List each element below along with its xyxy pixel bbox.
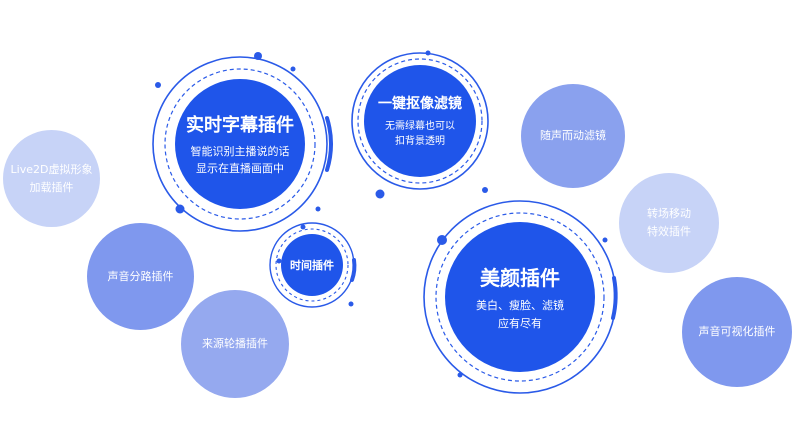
live2d-plugin-label-line1: Live2D虚拟形象 (10, 162, 93, 176)
live2d-plugin-label-line2: 加载插件 (29, 180, 74, 194)
source-carousel-plugin-bubble: 来源轮播插件 (181, 290, 289, 398)
subtitle-plugin-desc-line1: 智能识别主播说的话 (190, 144, 290, 158)
cutout-dashed-ring (357, 58, 483, 184)
ring-dot (602, 237, 608, 243)
ring-dot (155, 82, 161, 88)
beauty-dashed-ring (435, 212, 605, 382)
time-plugin-title: 时间插件 (290, 259, 334, 272)
cutout-filter-bubble: 一键抠像滤镜 无需绿幕也可以 扣背景透明 (364, 65, 476, 177)
transition-effect-plugin-bubble: 转场移动 特效插件 (619, 173, 719, 273)
subtitle-plugin-bubble: 实时字幕插件 智能识别主播说的话 显示在直播画面中 (175, 79, 305, 209)
ring-dot (457, 372, 463, 378)
ring-dot (482, 187, 488, 193)
subtitle-dashed-ring (164, 68, 316, 220)
ring-dot (437, 235, 447, 245)
ring-dot (425, 50, 431, 56)
transition-effect-plugin-label: 转场移动 特效插件 (647, 205, 691, 240)
ring-dot (375, 189, 385, 199)
sound-visualizer-plugin-bubble: 声音可视化插件 (682, 277, 792, 387)
cutout-filter-desc-line2: 扣背景透明 (395, 136, 445, 147)
ring-dot (300, 224, 306, 230)
sound-follow-filter-bubble: 随声而动滤镜 (521, 84, 625, 188)
subtitle-plugin-desc-line2: 显示在直播画面中 (196, 162, 284, 175)
live2d-plugin-label: Live2D虚拟形象 加载插件 (11, 161, 93, 196)
beauty-plugin-desc-line2: 应有尽有 (498, 316, 542, 330)
ring-dot (348, 301, 354, 307)
cutout-filter-desc-line1: 无需绿幕也可以 (385, 120, 455, 132)
time-plugin-bubble: 时间插件 (281, 234, 343, 296)
cutout-outer-ring (351, 52, 489, 190)
beauty-plugin-desc: 美白、瘦脸、滤镜 应有尽有 (476, 297, 564, 331)
ring-dot (276, 258, 282, 264)
time-accent-arc (350, 258, 357, 282)
cutout-filter-title: 一键抠像滤镜 (378, 95, 462, 112)
live2d-plugin-bubble: Live2D虚拟形象 加载插件 (3, 130, 100, 227)
transition-effect-plugin-label-line2: 特效插件 (647, 225, 691, 238)
sound-visualizer-plugin-label: 声音可视化插件 (698, 325, 776, 339)
subtitle-outer-ring (152, 56, 328, 232)
beauty-plugin-bubble: 美颜插件 美白、瘦脸、滤镜 应有尽有 (445, 222, 595, 372)
ring-dot (315, 206, 321, 212)
beauty-plugin-title: 美颜插件 (480, 266, 560, 291)
beauty-plugin-desc-line1: 美白、瘦脸、滤镜 (476, 299, 564, 313)
ring-dot (290, 66, 296, 72)
subtitle-accent-arc (325, 116, 333, 172)
voice-split-plugin-label: 声音分路插件 (107, 269, 174, 283)
subtitle-plugin-title: 实时字幕插件 (186, 114, 294, 136)
sound-follow-filter-label: 随声而动滤镜 (540, 129, 606, 143)
transition-effect-plugin-label-line1: 转场移动 (647, 207, 691, 221)
beauty-accent-arc (611, 276, 618, 320)
ring-dot (175, 204, 185, 214)
time-dashed-ring (275, 228, 349, 302)
cutout-filter-desc: 无需绿幕也可以 扣背景透明 (385, 119, 455, 150)
source-carousel-plugin-label: 来源轮播插件 (202, 337, 268, 351)
subtitle-plugin-desc: 智能识别主播说的话 显示在直播画面中 (191, 143, 290, 177)
voice-split-plugin-bubble: 声音分路插件 (87, 223, 194, 330)
ring-dot (254, 52, 262, 60)
